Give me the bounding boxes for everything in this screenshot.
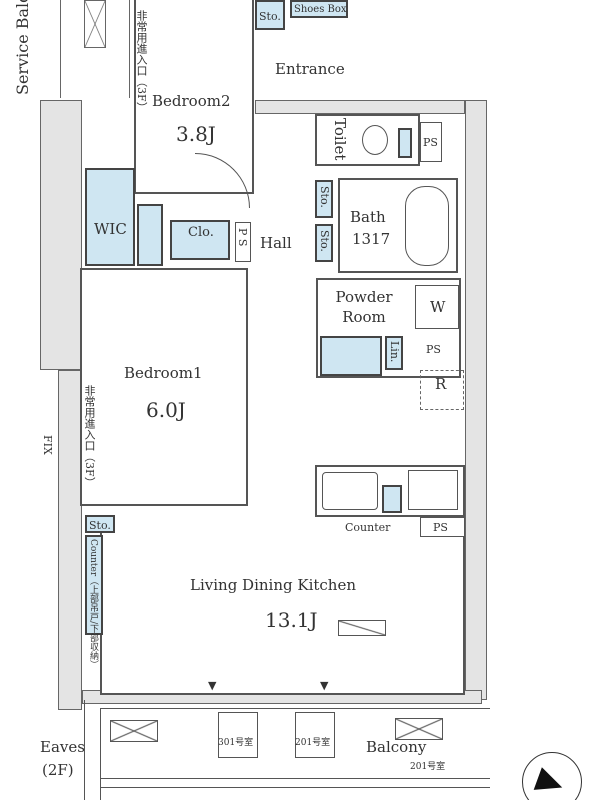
- eaves: [35, 700, 85, 800]
- ldk-counter-storage: Counter（上部吊戸/下部収納）: [85, 535, 103, 669]
- stove-icon: [408, 470, 458, 510]
- hall-label: Hall: [260, 234, 292, 252]
- unit-301-label: 301号室: [218, 738, 254, 748]
- ldk-size: 13.1J: [265, 608, 318, 632]
- sto-label: Sto.: [318, 186, 331, 208]
- floor-heating-icon: [338, 620, 386, 636]
- powder-label: Powder Room: [335, 288, 393, 326]
- ps-hall: P S: [235, 222, 251, 262]
- kitchen-sink-icon: [322, 472, 378, 510]
- service-balcony-label: Service Balcony: [13, 0, 32, 95]
- hall-storage-2: Sto.: [315, 224, 333, 262]
- refrigerator-space: R: [420, 370, 464, 410]
- bedroom2-size: 3.8J: [176, 122, 216, 146]
- bedroom2: [134, 0, 254, 194]
- bath-size: 1317: [352, 230, 391, 248]
- toilet-tank: [398, 128, 412, 158]
- service-balcony: [60, 0, 130, 98]
- east-wall: [465, 100, 487, 700]
- entrance-label: Entrance: [275, 60, 345, 78]
- emergency-entry-label-2: 非常用進入口（3F）: [83, 385, 96, 488]
- shoes-box-label: Shoes Box: [294, 4, 347, 15]
- linen-storage: Lin.: [385, 336, 403, 370]
- hall-storage-1: Sto.: [315, 180, 333, 218]
- ps-label: P S: [236, 228, 249, 247]
- compass-arrow: [533, 767, 567, 799]
- storage-entrance: Sto.: [255, 0, 285, 30]
- washer-space: W: [415, 285, 459, 329]
- ac-unit-icon: [395, 718, 443, 740]
- north-compass-icon: [522, 752, 582, 800]
- evacuation-hatch-301: 301号室: [218, 712, 258, 758]
- balcony-label: Balcony: [366, 738, 427, 756]
- vent-unit: [84, 0, 106, 48]
- ps-label: PS: [423, 136, 438, 149]
- sto-label: Sto.: [259, 10, 281, 23]
- wic-label: WIC: [94, 220, 127, 238]
- counter-label: Counter: [345, 521, 391, 534]
- eaves-label: Eaves: [40, 738, 85, 756]
- bath-label: Bath: [350, 208, 386, 226]
- bathtub-icon: [405, 186, 449, 266]
- counter-note-label: Counter（上部吊戸/下部収納）: [88, 539, 98, 670]
- closet: Clo.: [170, 220, 230, 260]
- west-wall: [40, 100, 82, 370]
- ldk-storage: Sto.: [85, 515, 115, 533]
- ps-label: PS: [433, 521, 448, 534]
- sto-label: Sto.: [89, 519, 111, 532]
- window-marker-icon: ▼: [208, 679, 217, 692]
- balcony-railing: [100, 778, 490, 788]
- sto-label: Sto.: [318, 230, 331, 252]
- toilet-bowl-icon: [362, 125, 388, 155]
- evacuation-hatch-201: 201号室: [295, 712, 335, 758]
- ldk-name: Living Dining Kitchen: [190, 576, 357, 594]
- bedroom2-name: Bedroom2: [152, 92, 231, 110]
- ac-unit-icon: [110, 720, 158, 742]
- fix-window-label: FIX: [41, 435, 54, 455]
- washer-label: W: [430, 298, 446, 316]
- unit-201-label: 201号室: [295, 738, 331, 748]
- refrigerator-label: R: [435, 375, 447, 393]
- bedroom1-size: 6.0J: [146, 398, 186, 422]
- vanity-sink: [320, 336, 382, 376]
- walk-in-closet-side: [137, 204, 163, 266]
- ps-kitchen: PS: [420, 517, 465, 537]
- linen-label: Lin.: [388, 341, 401, 363]
- emergency-entry-label: 非常用進入口（3F）: [135, 10, 148, 113]
- balcony: [100, 708, 490, 800]
- dishwasher: [382, 485, 402, 513]
- closet-label: Clo.: [188, 225, 214, 240]
- ps-powder-label: PS: [426, 343, 441, 356]
- living-dining-kitchen: [100, 515, 465, 695]
- bedroom1-name: Bedroom1: [124, 364, 203, 382]
- eaves-floor-label: (2F): [42, 761, 74, 779]
- west-wall-lower: [58, 370, 82, 710]
- toilet-label: Toilet: [331, 118, 349, 161]
- ps-toilet: PS: [420, 122, 442, 162]
- shoes-box: Shoes Box: [290, 0, 348, 18]
- bedroom1: [80, 268, 248, 506]
- window-marker-icon: ▼: [320, 679, 329, 692]
- entrance-wall: [255, 100, 465, 114]
- walk-in-closet: [85, 168, 135, 266]
- unit-201-drain-label: 201号室: [410, 762, 446, 772]
